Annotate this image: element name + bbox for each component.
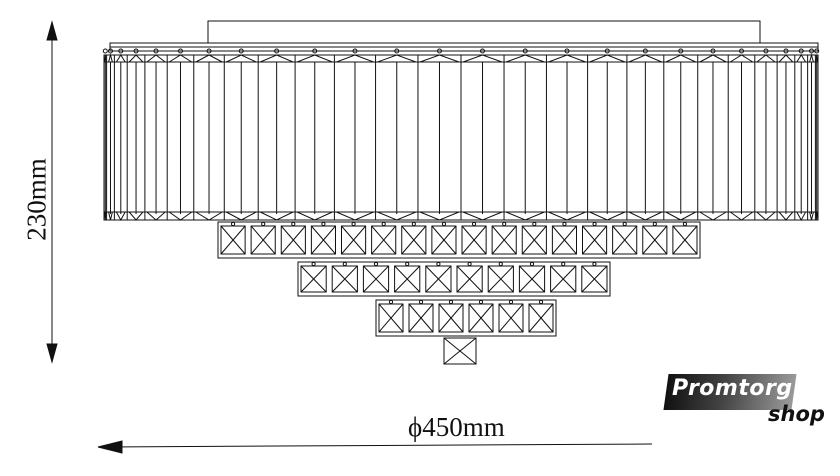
horizontal-arrow-icon: [97, 440, 653, 454]
ceiling-plate: [109, 20, 819, 52]
logo-text-shop: shop: [768, 402, 825, 426]
diameter-dimension-label: ϕ450mm: [408, 412, 505, 442]
upper-crystal-ring: [102, 48, 820, 222]
promtorg-shop-logo: Promtorg shop: [660, 370, 840, 440]
logo-text-promtorg: Promtorg: [672, 376, 793, 401]
lower-crystal-tiers: [217, 221, 701, 365]
height-dimension-label: 230mm: [21, 158, 52, 241]
vertical-double-arrow-icon: [46, 20, 58, 364]
